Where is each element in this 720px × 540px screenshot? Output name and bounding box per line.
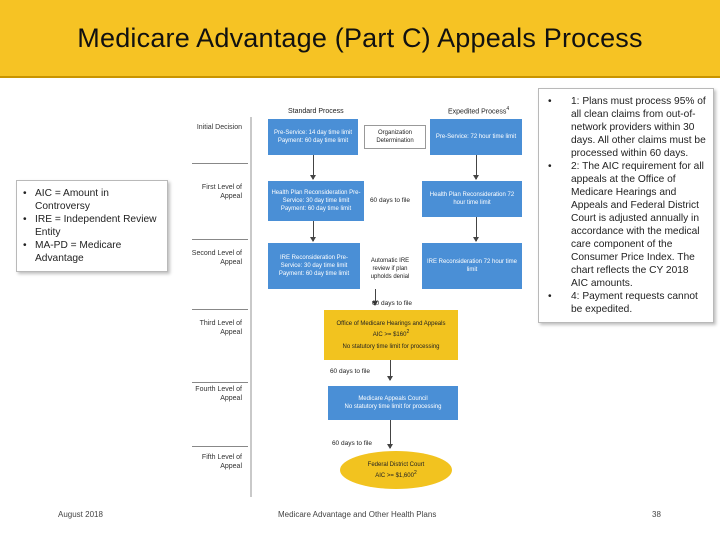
box-text: Organization Determination bbox=[376, 130, 414, 144]
abbreviation-item: IRE = Independent Review Entity bbox=[21, 213, 163, 239]
expedited-process-label: Expedited Process bbox=[448, 108, 507, 116]
footer-title: Medicare Advantage and Other Health Plan… bbox=[278, 510, 437, 519]
second-expedited-box: IRE Reconsideration 72 hour time limit bbox=[422, 243, 522, 289]
level-divider bbox=[192, 309, 248, 310]
level-divider bbox=[192, 239, 248, 240]
box-text: No statutory time limit for processing bbox=[344, 404, 442, 410]
days-to-file-label: 60 days to file bbox=[371, 300, 413, 307]
appeals-council-box: Medicare Appeals Council No statutory ti… bbox=[328, 386, 458, 420]
auto-ire-review-note: Automatic IRE review if plan upholds den… bbox=[366, 253, 414, 285]
level-divider-line bbox=[250, 117, 252, 497]
footnote-item: 2: The AIC requirement for all appeals a… bbox=[545, 160, 707, 290]
flow-arrow bbox=[387, 420, 393, 449]
aic-text: AIC >= $1,600 bbox=[375, 472, 414, 479]
page-number: 38 bbox=[652, 510, 661, 519]
flow-arrow bbox=[473, 155, 479, 180]
first-standard-box: Health Plan Reconsideration Pre-Service:… bbox=[268, 181, 364, 221]
footnote-item: 4: Payment requests cannot be expedited. bbox=[545, 290, 707, 316]
footer-date: August 2018 bbox=[58, 510, 103, 519]
first-expedited-box: Health Plan Reconsideration 72 hour time… bbox=[422, 181, 522, 217]
omha-box: Office of Medicare Hearings and Appeals … bbox=[324, 310, 458, 360]
level-label-third: Third Level of Appeal bbox=[199, 320, 242, 336]
flow-arrow bbox=[310, 221, 316, 242]
box-text: IRE Reconsideration Pre-Service: 30 day … bbox=[278, 255, 350, 277]
abbreviation-item: AIC = Amount in Controversy bbox=[21, 187, 163, 213]
initial-expedited-box: Pre-Service: 72 hour time limit bbox=[430, 119, 522, 155]
box-text: Health Plan Reconsideration 72 hour time… bbox=[429, 192, 515, 206]
box-text: AIC >= $1602 bbox=[326, 328, 456, 339]
title-bar: Medicare Advantage (Part C) Appeals Proc… bbox=[0, 0, 720, 78]
box-text: Pre-Service: 14 day time limit Payment: … bbox=[273, 130, 353, 144]
org-determination-box: Organization Determination bbox=[364, 125, 426, 149]
level-label-second: Second Level of Appeal bbox=[191, 250, 242, 266]
standard-process-header: Standard Process bbox=[288, 108, 344, 115]
days-to-file-label: 60 days to file bbox=[369, 197, 411, 204]
footnote-item: 1: Plans must process 95% of all clean c… bbox=[545, 95, 707, 160]
footnote-ref: 4 bbox=[506, 106, 510, 112]
federal-court-box: Federal District Court AIC >= $1,6002 bbox=[340, 451, 452, 489]
box-text: Medicare Appeals Council bbox=[358, 396, 428, 402]
level-label-first: First Level of Appeal bbox=[201, 184, 242, 200]
footnotes-box: 1: Plans must process 95% of all clean c… bbox=[538, 88, 714, 323]
level-divider bbox=[192, 446, 248, 447]
level-label-fifth: Fifth Level of Appeal bbox=[201, 454, 242, 470]
flow-arrow bbox=[372, 289, 378, 306]
days-to-file-label: 60 days to file bbox=[331, 440, 373, 447]
initial-standard-box: Pre-Service: 14 day time limit Payment: … bbox=[268, 119, 358, 155]
level-label-fourth: Fourth Level of Appeal bbox=[195, 386, 242, 402]
level-divider bbox=[192, 382, 248, 383]
page-title: Medicare Advantage (Part C) Appeals Proc… bbox=[77, 22, 643, 53]
box-text: Health Plan Reconsideration Pre-Service:… bbox=[271, 190, 361, 212]
second-standard-box: IRE Reconsideration Pre-Service: 30 day … bbox=[268, 243, 360, 289]
abbreviation-item: MA-PD = Medicare Advantage bbox=[21, 239, 163, 265]
footnote-ref: 2 bbox=[406, 328, 410, 335]
days-to-file-label: 60 days to file bbox=[329, 368, 371, 375]
flow-arrow bbox=[310, 155, 316, 180]
aic-text: AIC >= $160 bbox=[372, 331, 407, 338]
box-text: Pre-Service: 72 hour time limit bbox=[435, 134, 517, 140]
box-text: Federal District Court bbox=[367, 461, 425, 468]
box-text: AIC >= $1,6002 bbox=[342, 469, 450, 480]
footnote-ref: 2 bbox=[413, 469, 417, 476]
box-text: Office of Medicare Hearings and Appeals bbox=[336, 320, 446, 327]
flow-arrow bbox=[473, 217, 479, 242]
level-divider bbox=[192, 163, 248, 164]
box-text: No statutory time limit for processing bbox=[342, 343, 440, 350]
appeals-flowchart: Standard Process Expedited Process4 Init… bbox=[190, 97, 530, 497]
box-text: IRE Reconsideration 72 hour time limit bbox=[426, 259, 518, 273]
abbreviations-box: AIC = Amount in Controversy IRE = Indepe… bbox=[16, 180, 168, 272]
flow-arrow bbox=[387, 360, 393, 381]
level-label-initial: Initial Decision bbox=[196, 124, 242, 131]
expedited-process-header: Expedited Process4 bbox=[448, 106, 509, 115]
box-text: Automatic IRE review if plan upholds den… bbox=[370, 258, 410, 280]
